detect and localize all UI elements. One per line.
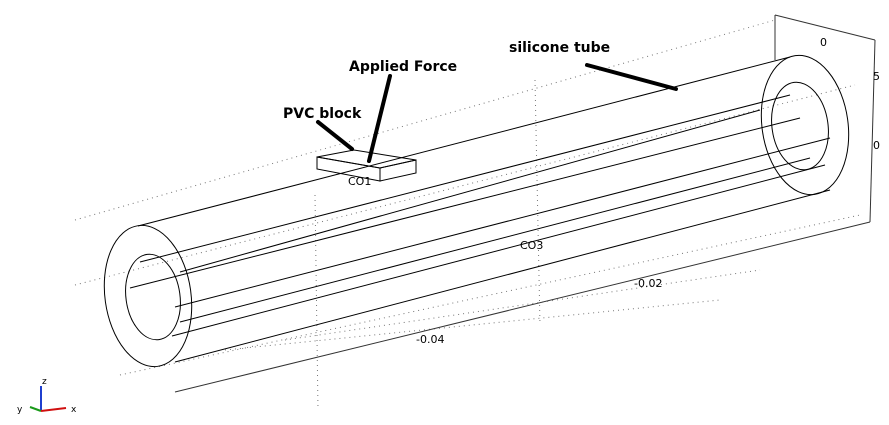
triad-y-axis [29,406,42,412]
tick-right-low: 0 [873,139,880,152]
tick-right-top: 0 [820,36,827,49]
pointer-silicone-tube [585,63,678,91]
tick-right-mid: 5 [873,70,880,83]
triad-y-label: y [17,405,23,415]
annotation-pvc-block: PVC block [283,106,362,122]
triad-x-axis [40,407,67,412]
triad-x-label: x [71,405,77,415]
annotation-applied-force: Applied Force [349,59,457,75]
tube-end-inner-far [771,81,829,171]
axis-triad: z y x [17,377,77,415]
domain-label-tube: CO3 [520,239,543,252]
pointer-pvc-block [316,120,354,151]
tube-edge-bottom [174,189,831,363]
tube-end-inner-near [125,253,181,341]
pvc-block[interactable] [316,149,417,182]
annotation-silicone-tube: silicone tube [509,40,610,56]
triad-z-label: z [42,377,47,387]
tube-edge-3 [179,109,761,273]
tube-end-outer-near [103,224,193,368]
annotation-pointers [316,63,678,163]
tube-edge-2 [139,94,791,263]
domain-label-block: CO1 [348,175,371,188]
pointer-applied-force [367,74,392,163]
tube-edge-4 [129,117,801,289]
tick-x-b: -0.02 [634,277,662,290]
tube-edge-6 [179,157,811,323]
tube-end-outer-far [760,54,850,196]
grid-lines [74,19,861,411]
tube-edge-7 [171,164,826,337]
axis-frame [174,14,876,393]
tick-x-a: -0.04 [416,333,444,346]
tube-edge-5 [174,137,831,308]
tube-edge-top [137,56,791,227]
silicone-tube[interactable] [96,50,858,373]
